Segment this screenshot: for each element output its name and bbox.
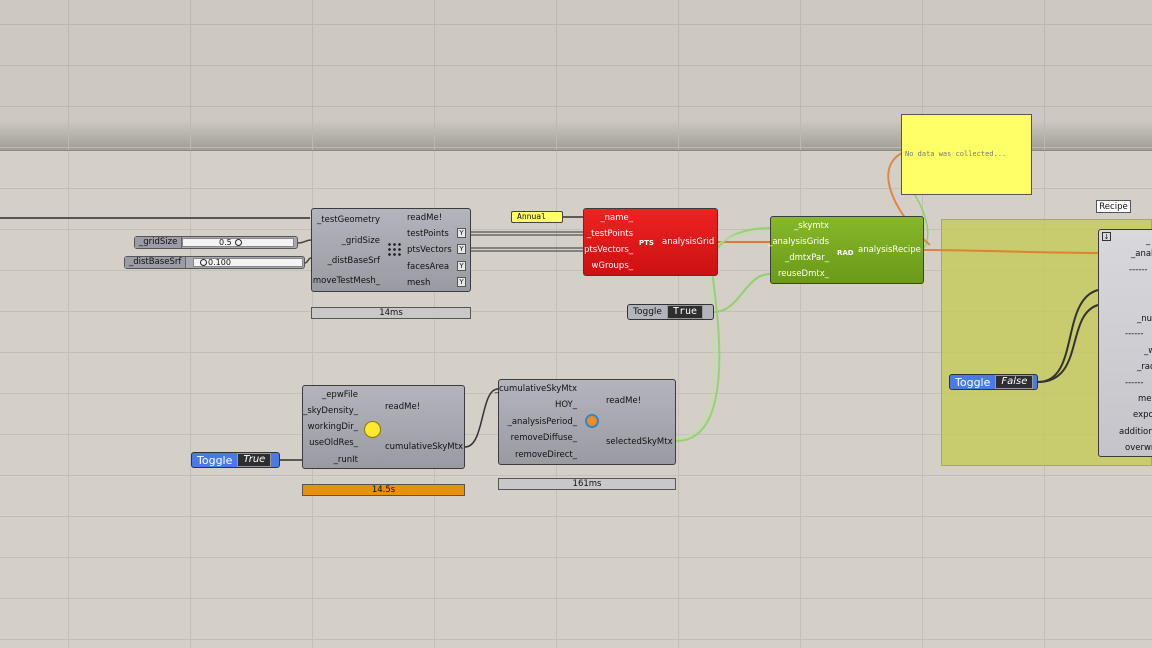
recipe-input-label[interactable]: overwr — [1125, 443, 1152, 453]
input-hoy[interactable]: HOY_ — [554, 400, 577, 410]
sky-node-timer: 14.5s — [302, 484, 465, 496]
wire-toggle-right-2 — [1037, 304, 1099, 383]
recipe-toggle[interactable]: Toggle False — [949, 374, 1038, 390]
select-sky-matrix-node[interactable]: _cumulativeSkyMtx HOY_ _analysisPeriod_ … — [494, 379, 676, 465]
slider-value: 0.5 — [219, 238, 232, 247]
recipe-input-label[interactable]: expo — [1133, 410, 1152, 420]
recipe-separator: ------ — [1125, 329, 1144, 339]
input-analysis-grids[interactable]: _analysisGrids — [768, 237, 829, 247]
input-reuse-dmtx[interactable]: reuseDmtx_ — [777, 269, 829, 279]
toggle-label: Toggle — [955, 375, 991, 389]
slider-knob[interactable] — [200, 259, 207, 266]
input-dist-base[interactable]: _distBaseSrf — [327, 256, 380, 266]
output-analysis-grid[interactable]: analysisGrid — [662, 237, 715, 247]
no-data-text: No data was collected... — [905, 150, 1007, 158]
toggle-label: Toggle — [633, 307, 662, 317]
toggle-value[interactable]: False — [995, 375, 1034, 389]
download-icon[interactable]: ↓ — [1102, 232, 1111, 241]
input-use-old-res[interactable]: useOldRes_ — [309, 438, 358, 448]
recipe-input-label[interactable]: _ — [1146, 236, 1151, 246]
input-test-geometry[interactable]: _testGeometry — [317, 215, 380, 225]
recipe-component[interactable]: ↓ _ _anal ------ _nu ------ _w _rad ----… — [1098, 229, 1152, 457]
output-readme[interactable]: readMe! — [385, 402, 421, 412]
run-it-toggle[interactable]: Toggle True — [191, 452, 280, 468]
graft-flag-icon: Y — [457, 228, 466, 238]
input-test-points[interactable]: _testPoints — [586, 229, 633, 239]
recipe-input-label[interactable]: _nu — [1137, 314, 1152, 324]
recipe-input-label[interactable]: _w — [1144, 346, 1152, 356]
input-working-dir[interactable]: workingDir_ — [307, 422, 358, 432]
output-test-points[interactable]: testPoints — [407, 229, 449, 239]
slider-name: _distBaseSrf — [125, 257, 187, 268]
input-dmtx-par[interactable]: _dmtxPar_ — [785, 253, 829, 263]
output-analysis-recipe[interactable]: analysisRecipe — [858, 245, 921, 255]
recipe-separator: ------ — [1129, 265, 1148, 275]
test-points-node[interactable]: _testGeometry _gridSize _distBaseSrf mov… — [311, 208, 471, 292]
output-cumulative-sky[interactable]: cumulativeSkyMtx — [385, 442, 463, 452]
sky-select-icon — [585, 414, 599, 428]
output-readme[interactable]: readMe! — [606, 396, 642, 406]
select-node-timer: 161ms — [498, 478, 676, 490]
recipe-input-label[interactable]: _rad — [1137, 362, 1152, 372]
wire-distbase — [304, 257, 312, 264]
graft-flag-icon: Y — [457, 244, 466, 254]
input-remove-direct[interactable]: removeDirect_ — [515, 450, 577, 460]
wire-cumulative — [464, 388, 499, 448]
rad-analysis-recipe-node[interactable]: _skymtx _analysisGrids _dmtxPar_ reuseDm… — [768, 216, 924, 284]
toggle-value[interactable]: True — [666, 305, 704, 319]
input-cumulative-sky[interactable]: _cumulativeSkyMtx — [494, 384, 577, 394]
input-epw-file[interactable]: _epwFile — [321, 390, 358, 400]
wire-reuse — [713, 273, 771, 313]
recipe-separator: ------ — [1125, 378, 1144, 388]
sun-icon — [364, 421, 381, 438]
sky-matrix-node[interactable]: _epwFile _skyDensity_ workingDir_ useOld… — [302, 385, 465, 469]
wire-skymtx-2 — [675, 230, 771, 439]
toggle-label: Toggle — [197, 453, 233, 467]
output-mesh[interactable]: mesh — [407, 278, 431, 288]
geometry-node-timer: 14ms — [311, 307, 471, 319]
no-data-panel[interactable]: No data was collected... — [901, 114, 1032, 195]
pts-analysis-grid-node[interactable]: _name_ _testPoints ptsVectors_ wGroups_ … — [583, 208, 718, 276]
wire-skymtx — [675, 227, 771, 442]
slider-name: _gridSize — [135, 237, 183, 248]
recipe-tooltip: Recipe — [1096, 200, 1131, 213]
recipe-input-label[interactable]: mes — [1138, 394, 1152, 404]
graft-flag-icon: Y — [457, 277, 466, 287]
input-w-groups[interactable]: wGroups_ — [591, 261, 633, 271]
input-remove-diffuse[interactable]: removeDiffuse_ — [510, 433, 577, 443]
toggle-value[interactable]: True — [237, 453, 272, 467]
output-faces-area[interactable]: facesArea — [407, 262, 450, 272]
input-name[interactable]: _name_ — [600, 213, 633, 223]
pts-icon: PTS — [639, 239, 654, 247]
input-analysis-period[interactable]: _analysisPeriod_ — [507, 417, 577, 427]
recipe-input-label[interactable]: additiona — [1119, 427, 1152, 437]
recipe-input-label[interactable]: _anal — [1131, 249, 1152, 259]
wire-gridsize — [297, 239, 312, 244]
wire-analysisrecipe — [923, 249, 1099, 254]
input-grid-size[interactable]: _gridSize — [341, 236, 380, 246]
wire-toggle-right — [1037, 289, 1099, 383]
reuse-toggle[interactable]: Toggle True — [627, 304, 714, 320]
annual-panel[interactable]: Annual — [511, 211, 563, 223]
slider-track[interactable]: 0.5 — [182, 238, 294, 247]
rad-icon: RAD — [837, 249, 854, 257]
slider-knob[interactable] — [235, 239, 242, 246]
input-pts-vectors[interactable]: ptsVectors_ — [584, 245, 633, 255]
graft-flag-icon: Y — [457, 261, 466, 271]
output-selected-sky[interactable]: selectedSkyMtx — [606, 437, 673, 447]
input-run-it[interactable]: _runIt — [333, 455, 358, 465]
slider-track[interactable]: 0.100 — [193, 258, 303, 267]
output-pts-vectors[interactable]: ptsVectors — [407, 245, 452, 255]
input-sky-density[interactable]: _skyDensity_ — [303, 406, 358, 416]
distbase-slider[interactable]: _distBaseSrf 0.100 — [124, 256, 305, 269]
input-move-mesh[interactable]: moveTestMesh_ — [312, 276, 380, 286]
point-grid-icon — [387, 242, 401, 256]
gridsize-slider[interactable]: _gridSize 0.5 — [134, 236, 298, 249]
input-skymtx[interactable]: _skymtx — [794, 221, 829, 231]
output-readme[interactable]: readMe! — [407, 213, 443, 223]
slider-value: 0.100 — [208, 258, 231, 267]
